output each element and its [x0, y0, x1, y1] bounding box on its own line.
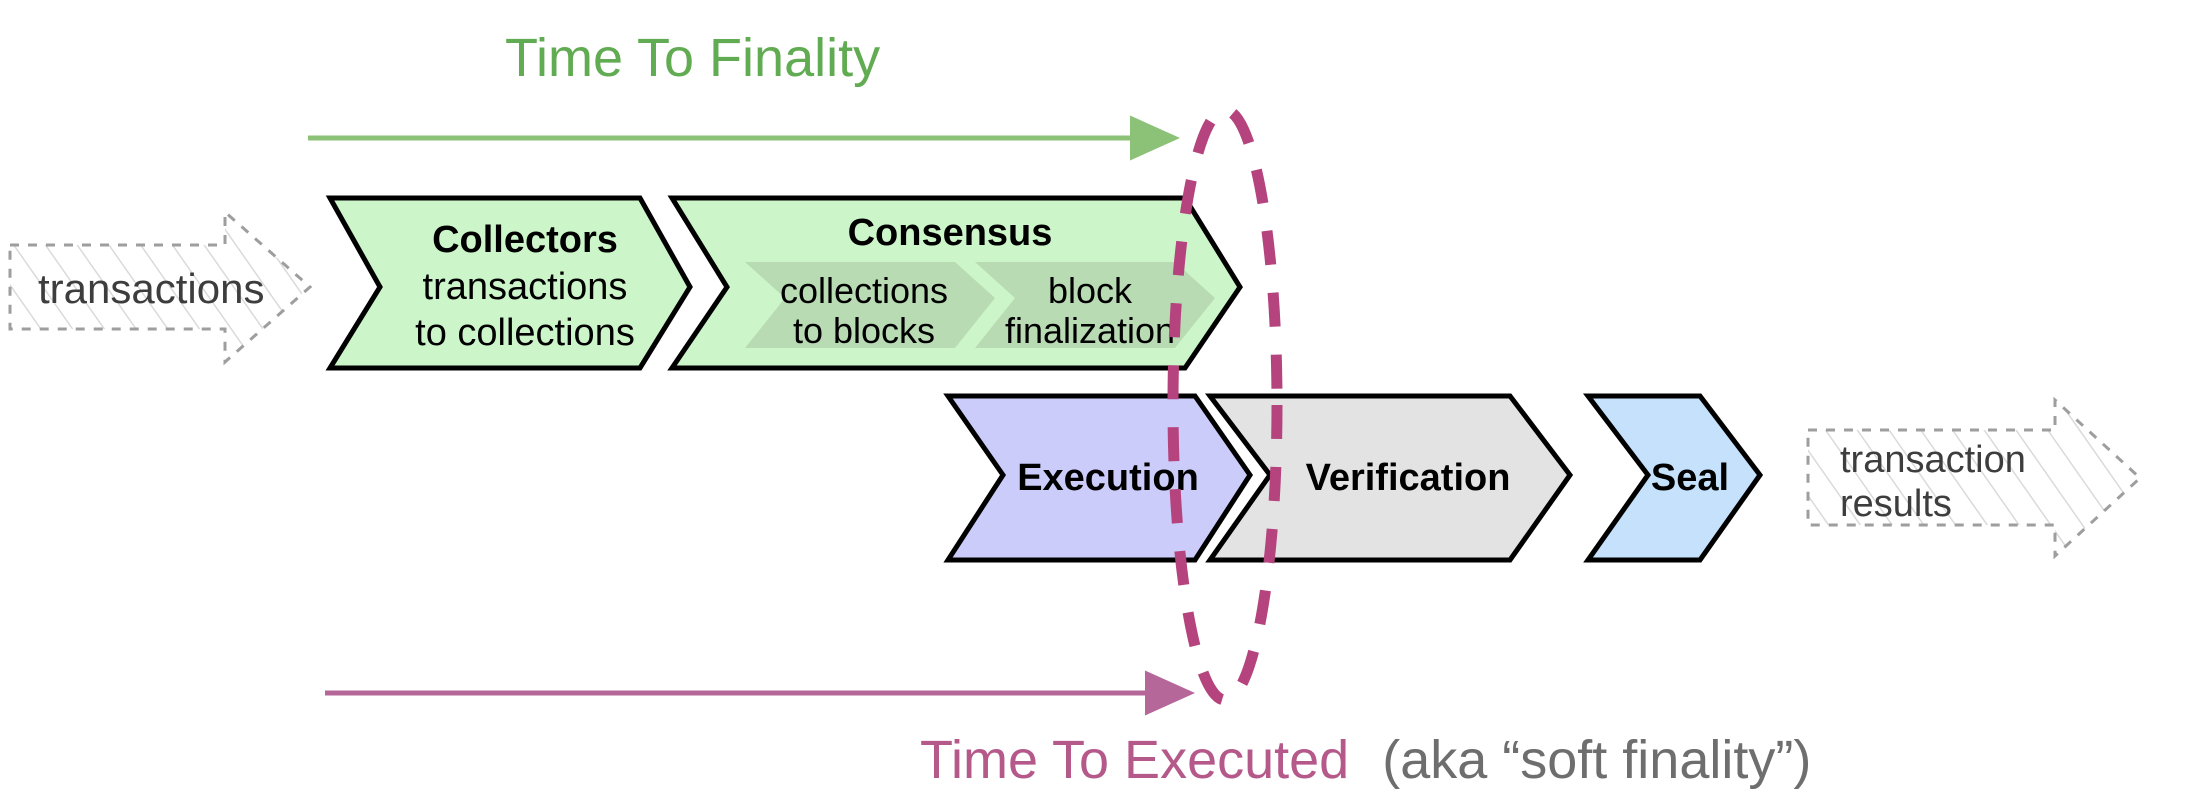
transaction-results-label-line2: results — [1840, 483, 1952, 525]
substage-block-finalization-line1: block — [1048, 270, 1133, 311]
time-to-executed-title-group: Time To Executed (aka “soft finality”) — [920, 730, 1811, 790]
stage-execution-title: Execution — [1017, 457, 1199, 499]
transactions-input-arrow-shape — [8, 208, 313, 366]
stage-seal-title: Seal — [1651, 457, 1729, 499]
time-to-finality-title: Time To Finality — [505, 28, 880, 88]
substage-block-finalization[interactable]: block finalization — [975, 262, 1215, 351]
stage-consensus[interactable]: Consensus collections to blocks block fi… — [667, 195, 1243, 371]
substage-block-finalization-shape[interactable] — [975, 262, 1215, 348]
stage-collectors-title: Collectors — [432, 219, 618, 261]
stage-collectors-subtitle-line1: transactions — [423, 266, 628, 308]
stage-collectors[interactable]: Collectors transactions to collections — [325, 195, 693, 371]
stage-verification[interactable]: Verification — [1204, 393, 1574, 563]
stage-collectors-subtitle-line2: to collections — [415, 312, 635, 354]
stage-consensus-title: Consensus — [848, 212, 1053, 254]
finality-marker-ellipse — [1167, 104, 1283, 706]
stage-execution[interactable]: Execution — [943, 393, 1254, 563]
stage-verification-shape[interactable] — [1204, 393, 1574, 563]
stage-seal[interactable]: Seal — [1582, 393, 1764, 563]
transaction-results-label-line1: transaction — [1840, 439, 2026, 481]
substage-collections-to-blocks[interactable]: collections to blocks — [745, 262, 995, 351]
substage-collections-to-blocks-shape[interactable] — [745, 262, 995, 348]
stage-collectors-shape[interactable] — [325, 195, 693, 371]
transaction-results-output-arrow-shape — [1806, 396, 2143, 560]
substage-collections-to-blocks-line2: to blocks — [793, 310, 935, 351]
transactions-input-label: transactions — [38, 265, 264, 312]
stage-seal-shape[interactable] — [1582, 393, 1764, 563]
substage-block-finalization-line2: finalization — [1005, 310, 1175, 351]
time-to-executed-note: (aka “soft finality”) — [1382, 730, 1811, 790]
time-to-executed-title: Time To Executed — [920, 730, 1349, 790]
transactions-input-arrow: transactions — [8, 208, 313, 366]
transaction-results-output-arrow: transaction results — [1806, 396, 2143, 560]
stage-verification-title: Verification — [1306, 457, 1511, 499]
substage-collections-to-blocks-line1: collections — [780, 270, 948, 311]
